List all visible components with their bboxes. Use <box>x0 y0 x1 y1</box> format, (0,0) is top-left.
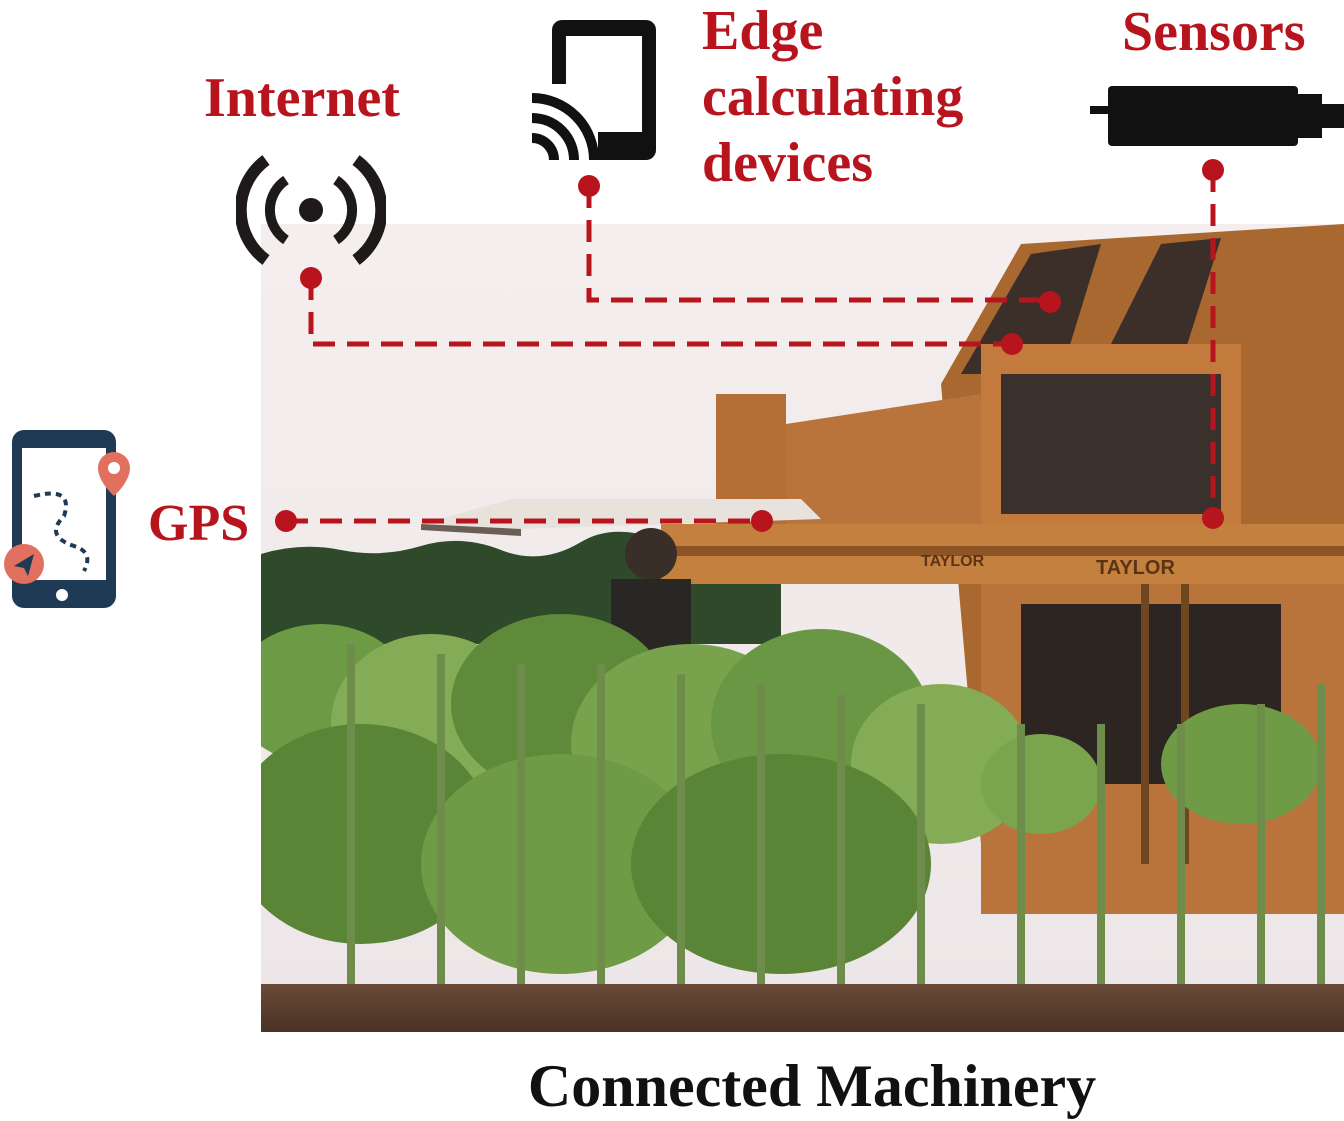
sensors-dot-start <box>1202 159 1224 181</box>
gps-label: GPS <box>148 495 250 552</box>
edge-devices-label: Edge calculating devices <box>702 0 963 196</box>
edge-dot-end <box>1039 291 1061 313</box>
edge-label-line-2: calculating <box>702 66 964 128</box>
internet-label: Internet <box>204 67 400 129</box>
tablet-wifi-icon <box>528 20 656 168</box>
sensors-label: Sensors <box>1122 1 1306 63</box>
svg-text:TAYLOR: TAYLOR <box>1096 557 1175 579</box>
edge-dot-start <box>578 175 600 197</box>
machinery-photo: TAYLOR TAYLOR <box>261 224 1344 1032</box>
wireless-signal-icon <box>236 155 386 265</box>
tobacco-field <box>261 614 1325 1004</box>
internet-dot-start <box>300 267 322 289</box>
edge-label-line-1: Edge <box>702 0 824 62</box>
internet-connector <box>308 278 1012 347</box>
edge-connector <box>586 186 1050 303</box>
edge-label-line-3: devices <box>702 132 874 194</box>
figure-caption: Connected Machinery <box>527 1053 1097 1119</box>
svg-text:TAYLOR: TAYLOR <box>921 553 985 570</box>
sensors-dot-end <box>1202 507 1224 529</box>
gps-dot-start <box>275 510 297 532</box>
sensor-probe-icon <box>1090 86 1344 146</box>
gps-dot-end <box>751 510 773 532</box>
internet-dot-end <box>1001 333 1023 355</box>
phone-map-navigation-icon <box>4 430 130 608</box>
harvester: TAYLOR TAYLOR <box>421 224 1344 914</box>
